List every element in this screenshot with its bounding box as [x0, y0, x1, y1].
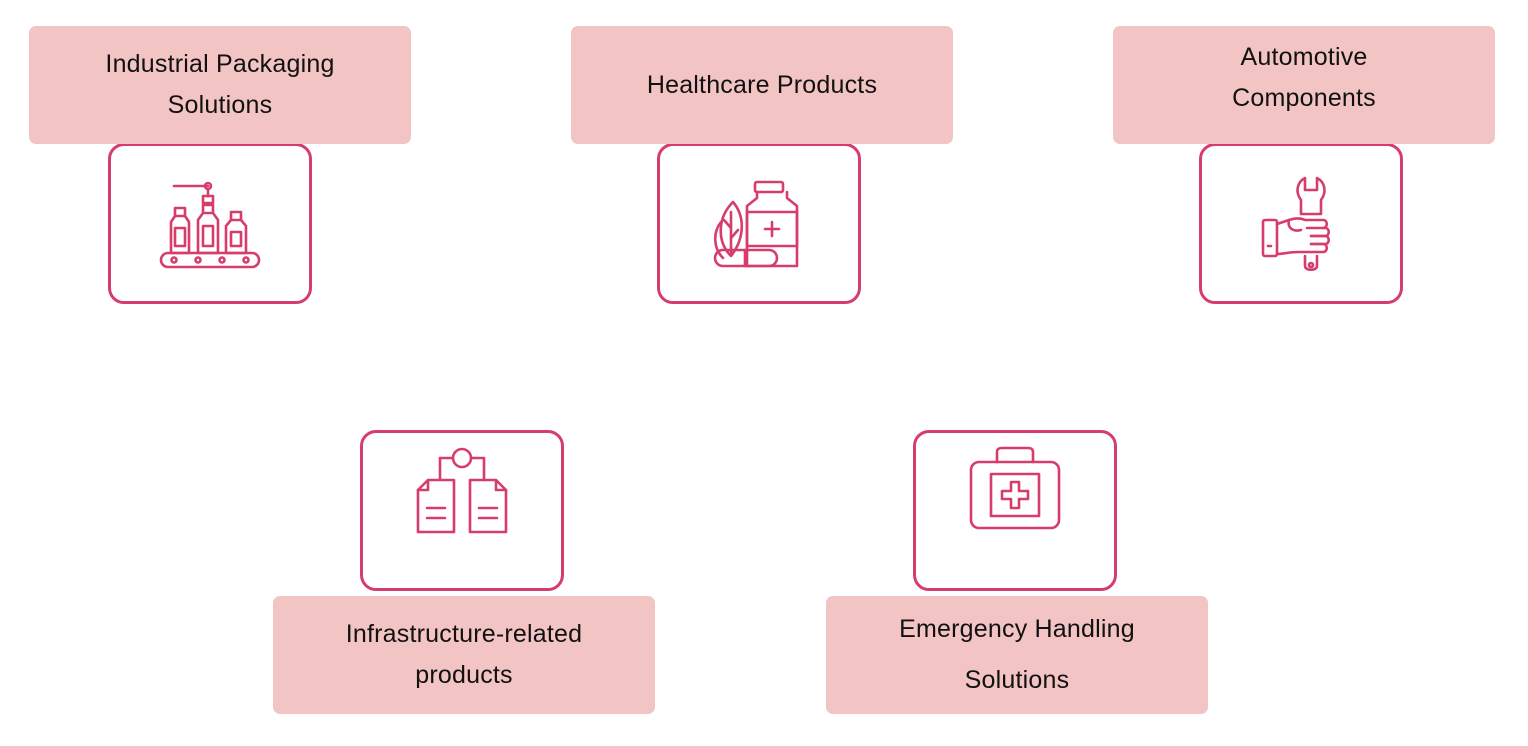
category-label-box: Emergency Handling Solutions	[826, 596, 1208, 714]
category-label: Emergency Handling Solutions	[899, 615, 1135, 694]
icon-box	[657, 143, 861, 304]
conveyor-bottles-icon	[158, 178, 262, 270]
icon-box	[360, 430, 564, 591]
herbal-medicine-icon	[711, 176, 807, 272]
category-label-box: Industrial Packaging Solutions	[29, 26, 411, 144]
first-aid-kit-icon	[967, 446, 1063, 532]
category-label-box: Infrastructure-related products	[273, 596, 655, 714]
icon-box	[108, 143, 312, 304]
hand-wrench-icon	[1259, 174, 1343, 274]
icon-box	[1199, 143, 1403, 304]
document-flow-icon	[414, 446, 510, 536]
icon-box	[913, 430, 1117, 591]
category-label: Industrial Packaging Solutions	[105, 50, 335, 119]
category-label-box: Healthcare Products	[571, 26, 953, 144]
category-label-box: Automotive Components	[1113, 26, 1495, 144]
category-label: Infrastructure-related products	[345, 620, 583, 689]
category-label: Healthcare Products	[646, 70, 878, 99]
category-label: Automotive Components	[1232, 43, 1376, 112]
